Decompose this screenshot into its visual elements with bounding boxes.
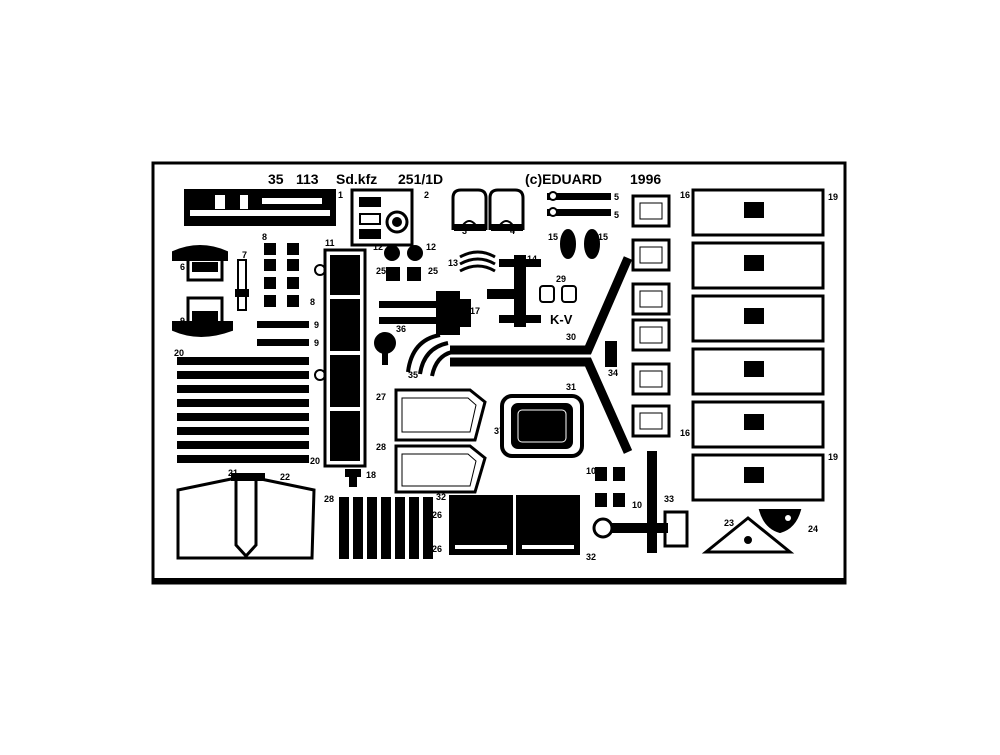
part-36: [374, 332, 396, 365]
header-copyright: (c)EDUARD: [525, 171, 602, 187]
part-34: [605, 341, 617, 367]
label-part-32b: 32: [586, 552, 596, 562]
label-part-1: 1: [338, 190, 343, 200]
label-part-15a: 15: [548, 232, 558, 242]
part-4: [488, 188, 525, 231]
label-part-5a: 5: [614, 192, 619, 202]
label-part-17: 17: [470, 306, 480, 316]
label-part-12a: 12: [373, 242, 383, 252]
label-part-30: 30: [566, 332, 576, 342]
part-5: [547, 191, 611, 217]
part-27: [394, 388, 487, 442]
label-part-9b: 9: [314, 320, 319, 330]
part-9: [257, 321, 309, 346]
label-part-10b: 10: [632, 500, 642, 510]
part-19: [691, 188, 825, 502]
label-part-5b: 5: [614, 210, 619, 220]
part-15: [560, 229, 600, 259]
label-part-28: 28: [376, 442, 386, 452]
part-9-frame: [172, 296, 233, 337]
label-part-9a: 9: [180, 316, 185, 326]
label-part-4: 4: [510, 226, 515, 236]
label-part-20a: 20: [174, 348, 184, 358]
header-variant: 251/1D: [398, 171, 443, 187]
part-3: [451, 188, 488, 231]
fret-frame: [151, 161, 847, 585]
part-1: [184, 189, 336, 226]
label-part-11: 11: [325, 238, 335, 248]
part-12: [384, 245, 423, 261]
label-part-33: 33: [664, 494, 674, 504]
marking-kv: K-V: [550, 312, 573, 327]
part-29: [539, 285, 577, 303]
label-part-10a: 10: [586, 466, 596, 476]
part-25: [386, 267, 421, 281]
label-part-19a: 19: [828, 192, 838, 202]
header-code-b: 113: [296, 171, 319, 187]
label-part-35: 35: [408, 370, 418, 380]
label-part-22: 22: [280, 472, 290, 482]
part-23: [701, 516, 795, 554]
label-part-34: 34: [608, 368, 618, 378]
part-16: [631, 194, 671, 438]
label-part-16b: 16: [680, 428, 690, 438]
label-part-8a: 8: [262, 232, 267, 242]
part-28: [394, 444, 487, 494]
label-part-26b: 26: [432, 544, 442, 554]
label-part-31: 31: [566, 382, 576, 392]
label-part-19b: 19: [828, 452, 838, 462]
label-part-9c: 9: [314, 338, 319, 348]
label-part-7: 7: [242, 250, 247, 260]
label-part-24: 24: [808, 524, 818, 534]
label-part-6: 6: [180, 262, 185, 272]
label-part-25a: 25: [376, 266, 386, 276]
label-part-27: 27: [376, 392, 386, 402]
part-33: [592, 451, 689, 553]
part-7: [235, 259, 249, 311]
label-part-28b: 28: [324, 494, 334, 504]
part-10: [595, 467, 625, 507]
label-part-20b: 20: [310, 456, 320, 466]
label-part-16a: 16: [680, 190, 690, 200]
part-14: [487, 255, 541, 327]
part-30-31-beam: [450, 256, 633, 454]
part-35: [406, 333, 453, 377]
label-part-3: 3: [462, 226, 467, 236]
part-labels: 1 2 3 4 5 5 6 7 8 8 9 9 9 10 10 11 12 12…: [174, 190, 838, 562]
part-21-22: [176, 473, 316, 560]
part-17: [379, 291, 471, 335]
part-37: [500, 394, 584, 458]
label-part-25b: 25: [428, 266, 438, 276]
part-24: [758, 509, 802, 534]
part-2: [350, 188, 414, 247]
label-part-26a: 26: [432, 510, 442, 520]
label-part-29: 29: [556, 274, 566, 284]
part-11: [314, 248, 367, 468]
label-part-13: 13: [448, 258, 458, 268]
header-year: 1996: [630, 171, 661, 187]
part-8: [264, 243, 299, 307]
label-part-14: 14: [527, 254, 537, 264]
label-part-23: 23: [724, 518, 734, 528]
header-code-a: 35: [268, 171, 284, 187]
part-32: [449, 495, 580, 555]
part-26: [339, 497, 433, 559]
label-part-18: 18: [366, 470, 376, 480]
part-20: [177, 357, 309, 463]
part-6: [172, 245, 228, 282]
parts-layer: [172, 188, 825, 560]
header-model: Sd.kfz: [336, 171, 377, 187]
label-part-36: 36: [396, 324, 406, 334]
part-13: [459, 250, 496, 273]
label-part-32a: 32: [436, 492, 446, 502]
label-part-2: 2: [424, 190, 429, 200]
label-part-8b: 8: [310, 297, 315, 307]
label-part-21: 21: [228, 468, 238, 478]
label-part-37: 37: [494, 426, 504, 436]
part-18: [345, 469, 361, 487]
label-part-12b: 12: [426, 242, 436, 252]
label-part-15b: 15: [598, 232, 608, 242]
